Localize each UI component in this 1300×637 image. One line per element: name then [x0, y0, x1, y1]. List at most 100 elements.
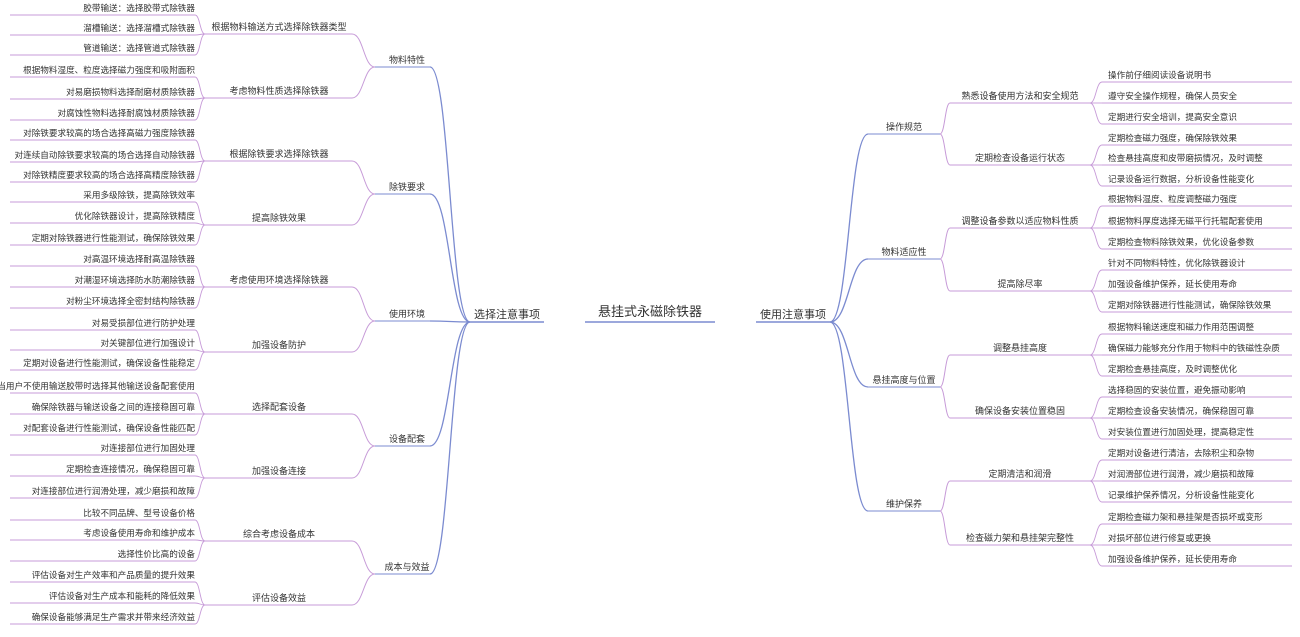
- connector: [194, 392, 206, 415]
- leaf-node-label[interactable]: 针对不同物料特性，优化除铁器设计: [1108, 257, 1246, 269]
- leaf-node-label[interactable]: 加强设备维护保养，延长使用寿命: [1108, 278, 1237, 290]
- leaf-node-label[interactable]: 确保设备能够满足生产需求并带来经济效益: [32, 611, 196, 623]
- leaf-node-label[interactable]: 定期对设备进行性能测试，确保设备性能稳定: [23, 357, 195, 369]
- leaf-node-label[interactable]: 选择稳固的安装位置，避免振动影响: [1108, 384, 1246, 396]
- connector: [939, 258, 951, 292]
- leaf-node-label[interactable]: 根据物料湿度、粒度调整磁力强度: [1108, 193, 1237, 205]
- leaf-node-label[interactable]: 对损坏部位进行修复或更换: [1108, 532, 1212, 544]
- connector: [194, 540, 206, 562]
- leaf-node-label[interactable]: 管道输送：选择管道式除铁器: [83, 42, 195, 54]
- level2-node-label[interactable]: 根据除铁要求选择除铁器: [229, 148, 328, 160]
- level1-node-label[interactable]: 物料适应性: [881, 246, 926, 258]
- leaf-node-label[interactable]: 评估设备对生产成本和能耗的降低效果: [49, 590, 196, 602]
- leaf-node-label[interactable]: 检查悬挂高度和皮带磨损情况，及时调整: [1108, 152, 1263, 164]
- leaf-node-label[interactable]: 对易磨损物料选择耐磨材质除铁器: [66, 86, 195, 98]
- level1-node-label[interactable]: 设备配套: [389, 433, 425, 445]
- connector: [1089, 102, 1103, 125]
- leaf-node-label[interactable]: 采用多级除铁，提高除铁效率: [83, 189, 195, 201]
- level2-node-label[interactable]: 定期检查设备运行状态: [975, 152, 1065, 164]
- leaf-node-label[interactable]: 溜槽输送：选择溜槽式除铁器: [83, 22, 195, 34]
- level2-node-label[interactable]: 综合考虑设备成本: [243, 528, 315, 540]
- leaf-node-label[interactable]: 定期对除铁器进行性能测试，确保除铁效果: [32, 232, 196, 244]
- leaf-node-label[interactable]: 评估设备对生产效率和产品质量的提升效果: [32, 569, 196, 581]
- connector: [829, 321, 869, 512]
- leaf-node-label[interactable]: 对连接部位进行润滑处理，减少磨损和故障: [32, 485, 196, 497]
- level1-node-label[interactable]: 悬挂高度与位置: [872, 374, 935, 386]
- level2-node-label[interactable]: 选择配套设备: [252, 401, 306, 413]
- leaf-node-label[interactable]: 记录维护保养情况，分析设备性能变化: [1108, 489, 1255, 501]
- leaf-node-label[interactable]: 定期检查设备安装情况，确保稳固可靠: [1108, 405, 1255, 417]
- leaf-node-label[interactable]: 对粉尘环境选择全密封结构除铁器: [66, 295, 195, 307]
- leaf-node-label[interactable]: 对安装位置进行加固处理，提高稳定性: [1108, 426, 1255, 438]
- level1-node-label[interactable]: 维护保养: [886, 498, 922, 510]
- leaf-node-label[interactable]: 胶带输送：选择胶带式除铁器: [83, 2, 195, 14]
- right-main-branch-label[interactable]: 使用注意事项: [760, 307, 826, 321]
- level1-node-label[interactable]: 除铁要求: [389, 181, 425, 193]
- level2-node-label[interactable]: 加强设备防护: [252, 339, 306, 351]
- leaf-node-label[interactable]: 对除铁要求较高的场合选择高磁力强度除铁器: [23, 127, 195, 139]
- leaf-node-label[interactable]: 定期检查悬挂高度，及时调整优化: [1108, 363, 1237, 375]
- level1-node-label[interactable]: 成本与效益: [384, 561, 429, 573]
- level2-node-label[interactable]: 考虑物料性质选择除铁器: [229, 85, 328, 97]
- level2-node-label[interactable]: 提高除铁效果: [252, 212, 306, 224]
- leaf-node-label[interactable]: 加强设备维护保养，延长使用寿命: [1108, 553, 1237, 565]
- level2-node-label[interactable]: 提高除尽率: [997, 278, 1042, 290]
- connector: [1089, 144, 1103, 166]
- left-main-branch-label[interactable]: 选择注意事项: [474, 307, 540, 321]
- leaf-node-label[interactable]: 定期检查物料除铁效果，优化设备参数: [1108, 236, 1255, 248]
- leaf-node-label[interactable]: 对配套设备进行性能测试，确保设备性能匹配: [23, 422, 195, 434]
- connector: [939, 386, 951, 419]
- leaf-node-label[interactable]: 对高温环境选择耐高温除铁器: [83, 253, 195, 265]
- leaf-node-label[interactable]: 对易受损部位进行防护处理: [92, 317, 196, 329]
- connector: [351, 540, 376, 575]
- leaf-node-label[interactable]: 选择性价比高的设备: [118, 548, 196, 560]
- leaf-node-label[interactable]: 优化除铁器设计，提高除铁精度: [75, 210, 196, 222]
- leaf-node-label[interactable]: 对腐蚀性物料选择耐腐蚀材质除铁器: [57, 107, 195, 119]
- leaf-node-label[interactable]: 对除铁精度要求较高的场合选择高精度除铁器: [23, 169, 195, 181]
- connector: [351, 160, 376, 195]
- leaf-node-label[interactable]: 考虑设备使用寿命和维护成本: [83, 527, 195, 539]
- level1-node-label[interactable]: 使用环境: [389, 308, 425, 320]
- level2-node-label[interactable]: 定期清洁和润滑: [988, 468, 1051, 480]
- connector: [1089, 290, 1103, 313]
- leaf-node-label[interactable]: 对连续自动除铁要求较高的场合选择自动除铁器: [15, 149, 196, 161]
- leaf-node-label[interactable]: 对潮湿环境选择防水防潮除铁器: [75, 274, 196, 286]
- level2-node-label[interactable]: 调整设备参数以适应物料性质: [961, 215, 1078, 227]
- connector: [829, 133, 869, 323]
- leaf-node-label[interactable]: 定期对设备进行清洁，去除积尘和杂物: [1108, 447, 1255, 459]
- leaf-node-label[interactable]: 比较不同品牌、型号设备价格: [83, 507, 195, 519]
- level1-node-label[interactable]: 物料特性: [389, 54, 425, 66]
- level2-node-label[interactable]: 熟悉设备使用方法和安全规范: [961, 90, 1078, 102]
- leaf-node-label[interactable]: 遵守安全操作规程，确保人员安全: [1108, 90, 1237, 102]
- leaf-node-label[interactable]: 根据物料湿度、粒度选择磁力强度和吸附面积: [23, 64, 195, 76]
- leaf-node-label[interactable]: 定期检查磁力强度，确保除铁效果: [1108, 132, 1237, 144]
- connector: [351, 445, 376, 479]
- connector: [429, 321, 471, 447]
- leaf-node-label[interactable]: 确保磁力能够充分作用于物料中的铁磁性杂质: [1108, 342, 1280, 354]
- leaf-node-label[interactable]: 记录设备运行数据，分析设备性能变化: [1108, 173, 1255, 185]
- leaf-node-label[interactable]: 对润滑部位进行润滑，减少磨损和故障: [1108, 468, 1255, 480]
- connector: [194, 581, 206, 606]
- leaf-node-label[interactable]: 根据物料厚度选择无磁平行托辊配套使用: [1108, 215, 1263, 227]
- connector-lines: [10, 14, 1292, 625]
- level2-node-label[interactable]: 根据物料输送方式选择除铁器类型: [211, 21, 346, 33]
- level2-node-label[interactable]: 考虑使用环境选择除铁器: [229, 274, 328, 286]
- leaf-node-label[interactable]: 对连接部位进行加固处理: [100, 442, 195, 454]
- leaf-node-label[interactable]: 对关键部位进行加强设计: [100, 337, 195, 349]
- leaf-node-label[interactable]: 定期检查磁力架和悬挂架是否损坏或变形: [1108, 511, 1263, 523]
- leaf-node-label[interactable]: 根据物料输送速度和磁力作用范围调整: [1108, 321, 1255, 333]
- leaf-node-label[interactable]: 确保除铁器与输送设备之间的连接稳固可靠: [32, 401, 196, 413]
- leaf-node-label[interactable]: 定期检查连接情况，确保稳固可靠: [66, 463, 195, 475]
- level2-node-label[interactable]: 评估设备效益: [252, 592, 306, 604]
- root-node-label[interactable]: 悬挂式永磁除铁器: [598, 305, 702, 320]
- level2-node-label[interactable]: 确保设备安装位置稳固: [975, 405, 1065, 417]
- level2-node-label[interactable]: 检查磁力架和悬挂架完整性: [966, 532, 1074, 544]
- leaf-node-label[interactable]: 操作前仔细阅读设备说明书: [1108, 69, 1212, 81]
- connector: [194, 413, 206, 436]
- leaf-node-label[interactable]: 定期对除铁器进行性能测试，确保除铁效果: [1108, 299, 1272, 311]
- leaf-node-label[interactable]: 定期进行安全培训，提高安全意识: [1108, 111, 1237, 123]
- level2-node-label[interactable]: 调整悬挂高度: [993, 342, 1047, 354]
- level2-node-label[interactable]: 加强设备连接: [252, 465, 306, 477]
- level1-node-label[interactable]: 操作规范: [886, 121, 922, 133]
- leaf-node-label[interactable]: 当用户不使用输送胶带时选择其他输送设备配套使用: [0, 380, 195, 392]
